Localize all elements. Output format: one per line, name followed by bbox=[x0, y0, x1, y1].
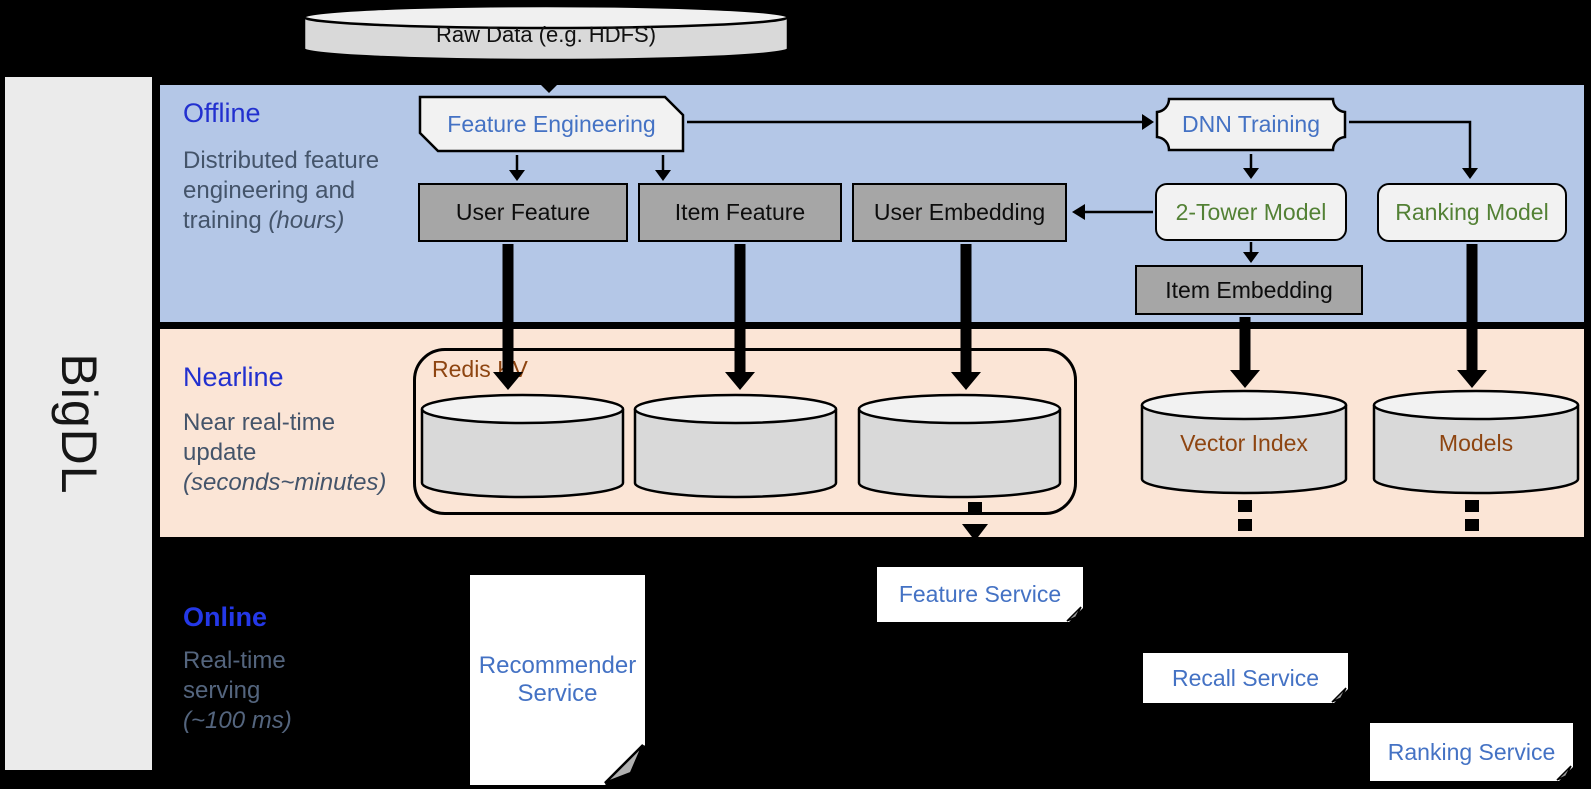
vector-index-label: Vector Index bbox=[1180, 430, 1308, 456]
redis-shard-cylinder-1 bbox=[420, 392, 625, 500]
offline-title: Offline bbox=[183, 98, 261, 128]
raw-data-label: Raw Data (e.g. HDFS) bbox=[435, 22, 657, 47]
offline-subtitle-text: Distributed feature engineering and trai… bbox=[183, 147, 380, 234]
plaque-shape bbox=[1155, 97, 1347, 152]
cylinder-shape bbox=[302, 4, 790, 62]
ranking-service-label: Ranking Service bbox=[1387, 738, 1556, 765]
online-title: Online bbox=[183, 602, 268, 632]
recommender-service-label: Recommender Service bbox=[478, 652, 637, 707]
nearline-title: Nearline bbox=[183, 362, 284, 392]
offline-subtitle-italic: (hours) bbox=[268, 207, 345, 234]
dnn-training-label: DNN Training bbox=[1181, 111, 1321, 137]
offline-subtitle: Distributed feature engineering and trai… bbox=[183, 146, 388, 236]
item-feature-node: Item Feature bbox=[638, 183, 842, 242]
recommender-service-node: Recommender Service bbox=[470, 575, 645, 785]
item-embedding-node: Item Embedding bbox=[1135, 265, 1363, 315]
snip-corner-shape bbox=[418, 95, 685, 153]
bigdl-sidebar: BigDL bbox=[5, 77, 152, 770]
models-label: Models bbox=[1438, 430, 1514, 456]
user-feature-node: User Feature bbox=[418, 183, 628, 242]
feature-engineering-node: Feature Engineering bbox=[418, 95, 685, 153]
online-subtitle-italic: (~100 ms) bbox=[183, 707, 292, 734]
nearline-subtitle-text: Near real-time update bbox=[183, 409, 336, 466]
feature-service-label: Feature Service bbox=[898, 581, 1062, 607]
feature-engineering-label: Feature Engineering bbox=[447, 110, 656, 137]
ranking-service-fold bbox=[1556, 765, 1572, 781]
redis-shard-cylinder-3 bbox=[857, 392, 1062, 500]
redis-kv-label: Redis KV bbox=[432, 356, 528, 382]
user-embedding-node: User Embedding bbox=[852, 183, 1067, 242]
redis-shard-cylinder-2 bbox=[633, 392, 838, 500]
bigdl-logo-text: BigDL bbox=[50, 352, 107, 495]
recommender-doc-fold bbox=[604, 744, 645, 785]
feature-service-node: Feature Service bbox=[877, 567, 1083, 622]
recall-service-label: Recall Service bbox=[1172, 664, 1319, 691]
online-subtitle-text: Real-time serving bbox=[183, 647, 286, 704]
models-store: Models bbox=[1372, 388, 1580, 496]
ranking-service-node: Ranking Service bbox=[1370, 723, 1573, 781]
feature-service-fold bbox=[1066, 606, 1082, 622]
two-tower-model-node: 2-Tower Model bbox=[1155, 183, 1347, 241]
online-subtitle: Real-time serving (~100 ms) bbox=[183, 646, 311, 736]
recall-service-fold bbox=[1331, 687, 1347, 703]
dnn-training-node: DNN Training bbox=[1155, 97, 1347, 152]
recall-service-node: Recall Service bbox=[1143, 653, 1348, 703]
raw-data-store: Raw Data (e.g. HDFS) bbox=[302, 4, 790, 62]
vector-index-store: Vector Index bbox=[1140, 388, 1348, 496]
nearline-subtitle-italic: (seconds~minutes) bbox=[183, 469, 387, 496]
ranking-model-node: Ranking Model bbox=[1377, 183, 1567, 242]
nearline-subtitle: Near real-time update (seconds~minutes) bbox=[183, 408, 398, 498]
